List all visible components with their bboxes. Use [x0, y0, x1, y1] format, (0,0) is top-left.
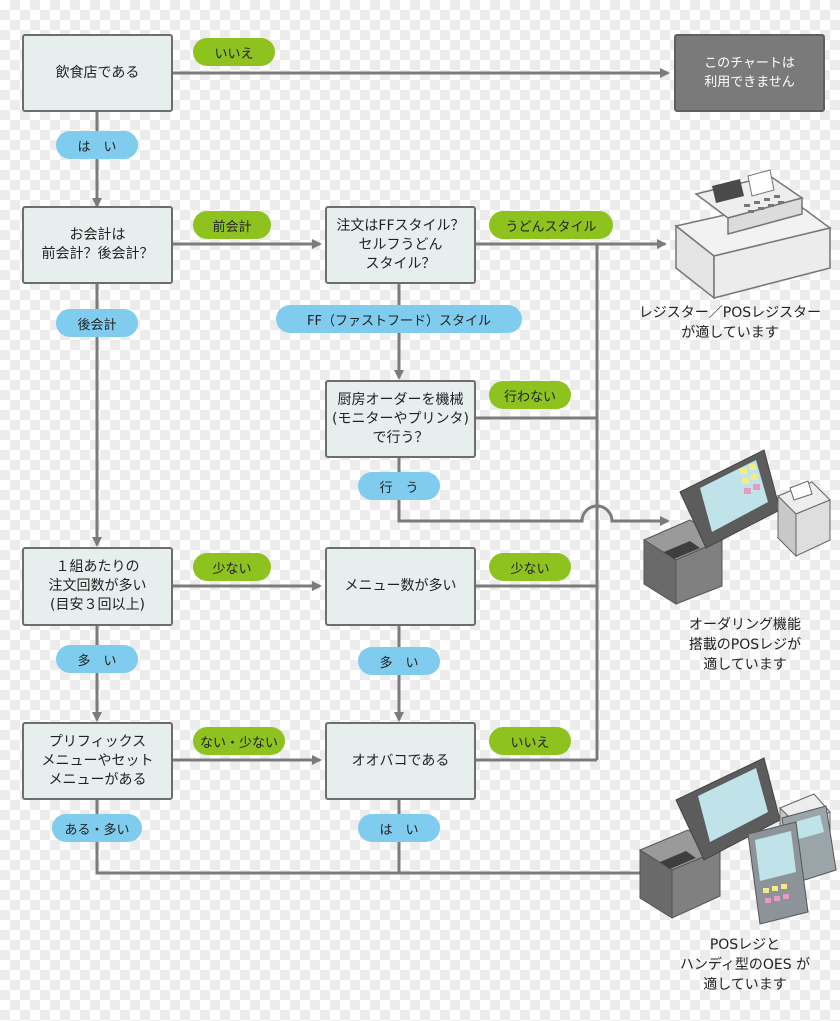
label-prefix-none: ない・少ない — [193, 727, 285, 755]
result-register: レジスター／POSレジスター が適しています — [638, 305, 822, 341]
node-restaurant: 飲食店である — [22, 34, 173, 112]
result-ordering-pos: オーダリング機能 搭載のPOSレジが 適しています — [688, 617, 802, 673]
label-orders-many: 多 い — [56, 645, 138, 673]
label-orders-few: 少ない — [193, 553, 271, 581]
label-prefix-some: ある・多い — [52, 814, 142, 842]
label-postpay: 後会計 — [56, 309, 138, 337]
node-menu-count: メニュー数が多い — [325, 547, 476, 626]
cash-register-icon — [674, 169, 832, 300]
pos-handheld-oes-icon — [638, 757, 837, 925]
node-kitchen: 厨房オーダーを機械 (モニターやプリンタ) で行う？ — [325, 380, 476, 458]
node-ff-style: 注文はFFスタイル？ セルフうどん スタイル？ — [325, 206, 476, 284]
label-kitchen-no: 行わない — [489, 381, 571, 409]
label-kitchen-yes: 行 う — [358, 472, 440, 500]
label-no-restaurant: いいえ — [193, 38, 275, 66]
label-menu-many: 多 い — [358, 647, 440, 675]
label-ff: FF（ファストフード）スタイル — [276, 305, 522, 333]
label-menu-few: 少ない — [489, 553, 571, 581]
node-payment: お会計は 前会計？後会計？ — [22, 206, 173, 284]
label-ohbako-no: いいえ — [489, 727, 571, 755]
label-prepay: 前会計 — [193, 211, 271, 239]
node-orders: １組あたりの 注文回数が多い (目安３回以上) — [22, 547, 173, 626]
node-ohbako: オオバコである — [325, 722, 476, 800]
label-ohbako-yes: は い — [358, 814, 440, 842]
edge-kitchen-yes — [397, 458, 670, 526]
node-prefix: プリフィックス メニューやセット メニューがある — [22, 722, 173, 800]
node-not-available: このチャートは 利用できません — [674, 34, 825, 112]
label-udon: うどんスタイル — [489, 211, 613, 239]
label-yes-restaurant: は い — [56, 131, 138, 159]
pos-terminal-icon — [642, 449, 831, 605]
result-pos-oes: POSレジと ハンディ型のOES が 適しています — [679, 937, 811, 993]
